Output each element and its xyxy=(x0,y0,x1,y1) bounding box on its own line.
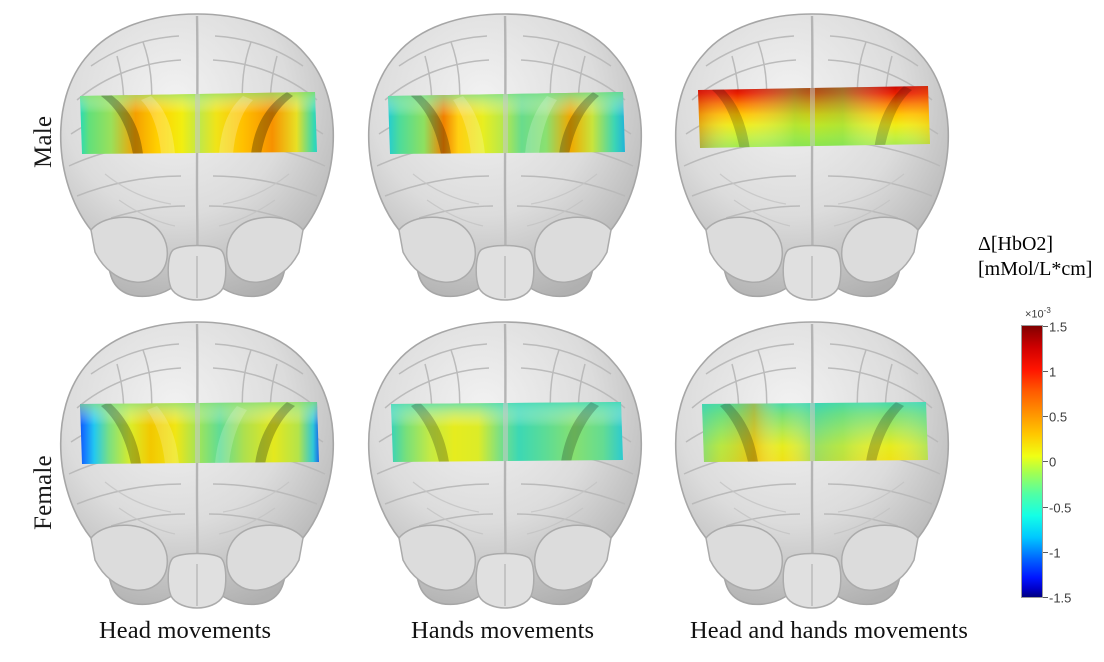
colorbar-ticklabel-minus-1: -1 xyxy=(1049,545,1061,561)
activation-band-female-head-and-hands xyxy=(702,402,928,462)
brain-panel-female-head-and-hands-movements xyxy=(662,312,962,612)
column-label-head-and-hands-movements: Head and hands movements xyxy=(690,617,968,644)
brain-panel-male-head-and-hands-movements xyxy=(662,4,962,304)
colorbar-tickmark-0 xyxy=(1043,326,1048,327)
colorbar-tickmark-4 xyxy=(1043,507,1048,508)
brain-panel-female-hands-movements xyxy=(355,312,655,612)
colorbar-ticklabel-minus-0.5: -0.5 xyxy=(1049,500,1072,516)
colorbar-tickmark-5 xyxy=(1043,552,1048,553)
brain-panel-male-head-movements xyxy=(47,4,347,304)
colorbar-title: Δ[HbO2] [mMol/L*cm] xyxy=(978,232,1092,282)
colorbar-ticklabel-1.5: 1.5 xyxy=(1049,319,1068,335)
colorbar-multiplier: ×10-3 xyxy=(1025,306,1051,321)
colorbar-ticklabel-1: 1 xyxy=(1049,364,1057,380)
colorbar-multiplier-exponent: -3 xyxy=(1043,306,1051,315)
colorbar-gradient xyxy=(1021,325,1043,598)
colorbar-ticklabel-0: 0 xyxy=(1049,454,1057,470)
colorbar-tickmark-2 xyxy=(1043,416,1048,417)
colorbar-title-line1: Δ[HbO2] xyxy=(978,233,1054,255)
colorbar-tickmark-1 xyxy=(1043,371,1048,372)
activation-band-male-head xyxy=(80,92,317,154)
column-label-head-movements: Head movements xyxy=(99,617,272,644)
activation-band-female-hands xyxy=(391,402,623,462)
colorbar-multiplier-base: ×10 xyxy=(1025,308,1044,321)
activation-band-male-hands xyxy=(388,92,625,154)
colorbar-ticklabel-minus-1.5: -1.5 xyxy=(1049,590,1072,606)
colorbar-tickmark-6 xyxy=(1043,597,1048,598)
brain-panel-male-hands-movements xyxy=(355,4,655,304)
colorbar-title-line2: [mMol/L*cm] xyxy=(978,258,1093,280)
column-label-hands-movements: Hands movements xyxy=(411,617,595,644)
activation-band-male-head-and-hands xyxy=(698,86,930,148)
colorbar-ticklabel-0.5: 0.5 xyxy=(1049,409,1068,425)
colorbar-tickmark-3 xyxy=(1043,461,1048,462)
brain-panel-female-head-movements xyxy=(47,312,347,612)
activation-band-female-head xyxy=(80,402,319,464)
